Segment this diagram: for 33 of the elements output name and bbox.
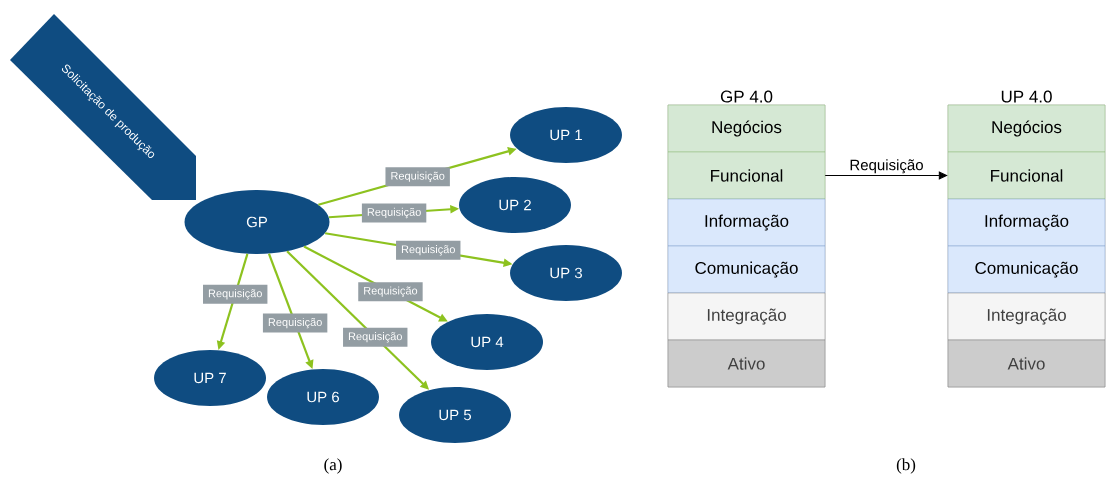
edge-label: Requisição (343, 327, 408, 347)
panel-caption: (b) (896, 458, 916, 474)
edge-label: Requisição (203, 284, 268, 304)
layer-cell: Integração (947, 292, 1106, 341)
node-label: GP 4.0 (720, 90, 773, 103)
layer-cell: Funcional (947, 151, 1106, 200)
edge-label: Requisição (361, 203, 427, 223)
layer-cell: Ativo (667, 339, 826, 388)
panel-caption: (a) (324, 458, 342, 474)
ellipse-node: UP 5 (399, 387, 511, 443)
arrow (824, 171, 948, 180)
layer-cell: Comunicação (667, 245, 826, 294)
ellipse-node: UP 2 (459, 177, 571, 233)
edge-label: Requisição (262, 313, 328, 333)
ellipse-node: UP 7 (154, 350, 266, 406)
layer-cell: Negócios (947, 104, 1106, 153)
node-label: UP 4.0 (1001, 90, 1052, 103)
ellipse-node: UP 1 (510, 107, 622, 163)
edge-label: Requisição (848, 158, 925, 175)
layer-cell: Informação (947, 198, 1106, 247)
edge-label: Requisição (385, 167, 450, 187)
edge-label: Requisição (358, 282, 423, 302)
ellipse-node: UP 4 (431, 314, 543, 370)
layer-cell: Comunicação (947, 245, 1106, 294)
ellipse-node: UP 6 (267, 369, 379, 425)
layer-cell: Integração (667, 292, 826, 341)
layer-cell: Funcional (667, 151, 826, 200)
ellipse-node: GP (184, 190, 330, 254)
edge-label: Requisição (396, 240, 461, 260)
ellipse-node: UP 3 (510, 245, 622, 301)
layer-cell: Informação (667, 198, 826, 247)
layer-cell: Ativo (947, 339, 1106, 388)
layer-cell: Negócios (667, 104, 826, 153)
